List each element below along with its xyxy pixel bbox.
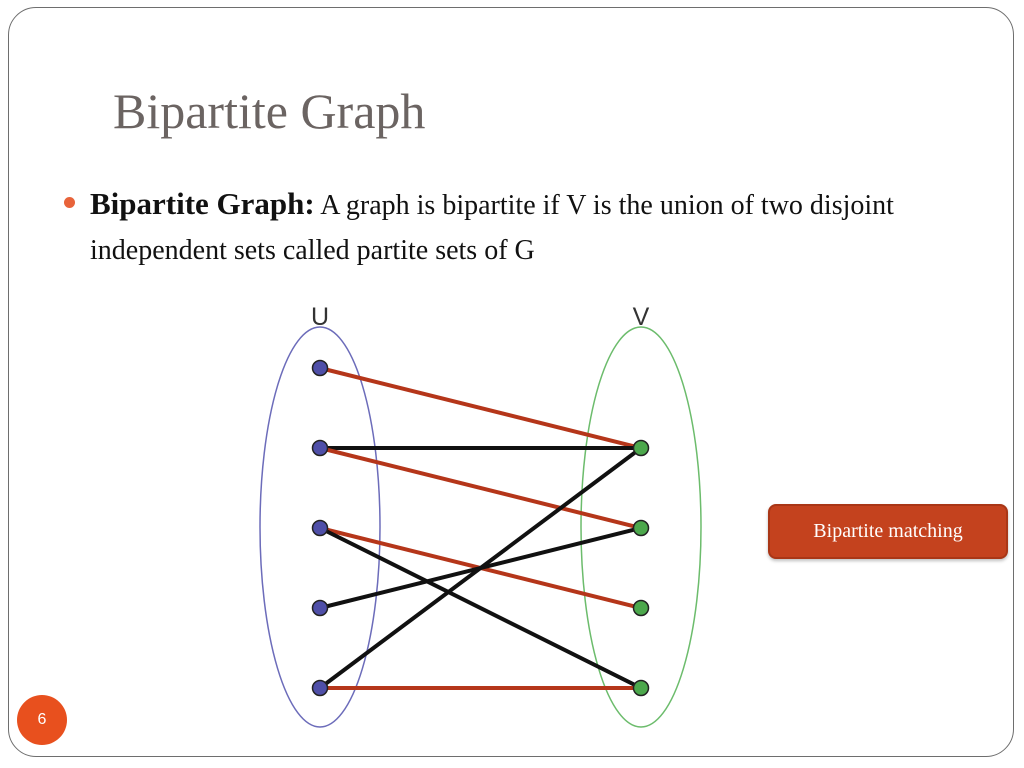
v-node-1 bbox=[632, 519, 650, 537]
nodes-group bbox=[311, 359, 650, 697]
edge-6 bbox=[318, 446, 643, 690]
set-u-ellipse bbox=[259, 326, 381, 728]
matching-edge-2 bbox=[318, 446, 643, 530]
set-v-ellipse bbox=[580, 326, 702, 728]
v-node-0 bbox=[632, 439, 650, 457]
page-number-badge: 6 bbox=[17, 695, 67, 745]
bullet-definition: Bipartite Graph: A graph is bipartite if… bbox=[90, 181, 960, 273]
u-node-3 bbox=[311, 599, 329, 617]
slide-frame bbox=[8, 7, 1014, 757]
v-node-3 bbox=[632, 679, 650, 697]
set-u-label: U bbox=[311, 303, 329, 331]
u-node-2 bbox=[311, 519, 329, 537]
edges-group bbox=[318, 366, 643, 690]
bipartite-matching-callout: Bipartite matching bbox=[768, 504, 1008, 559]
u-node-4 bbox=[311, 679, 329, 697]
v-node-2 bbox=[632, 599, 650, 617]
bullet-text: A graph is bipartite if V is the union o… bbox=[90, 190, 894, 266]
u-node-1 bbox=[311, 439, 329, 457]
edge-4 bbox=[318, 526, 643, 690]
set-v-label: V bbox=[633, 303, 650, 331]
bullet-dot-icon bbox=[64, 197, 75, 208]
bullet-term: Bipartite Graph: bbox=[90, 186, 315, 221]
u-node-0 bbox=[311, 359, 329, 377]
slide-title: Bipartite Graph bbox=[113, 83, 426, 139]
matching-edge-0 bbox=[318, 366, 643, 450]
